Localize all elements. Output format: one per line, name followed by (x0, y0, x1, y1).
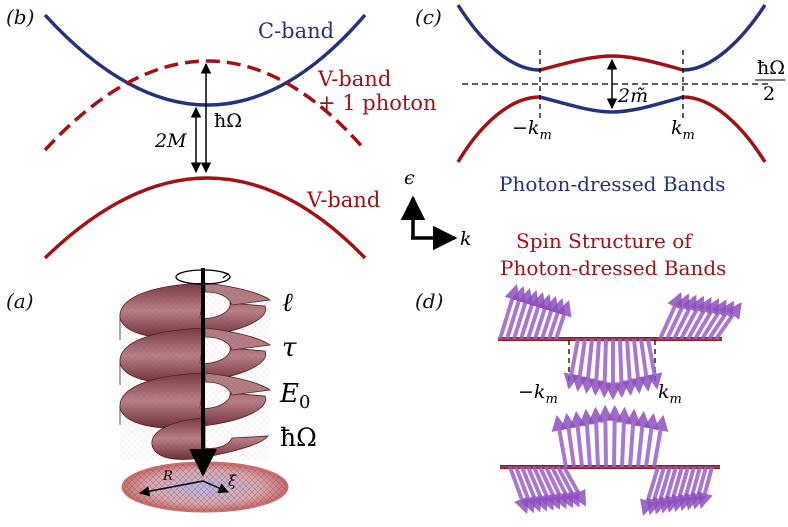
sample-disk-mesh (123, 463, 287, 511)
gap-2m-tilde-label: 2m̃ (617, 85, 648, 107)
spin-arrow-upper-left (526, 291, 546, 340)
neg-km-label: −km (512, 117, 552, 143)
radius-label: R (162, 469, 173, 484)
v-band-photon-label-1: V-band (317, 67, 391, 91)
panel-a-tag: (a) (6, 289, 34, 313)
spin-arrow-lower-middle (588, 406, 605, 468)
spin-arrow-upper-middle (613, 338, 630, 399)
spin-arrow-upper-middle (638, 338, 655, 392)
spin-arrow-lower-right (659, 466, 678, 514)
spin-arrow-upper-middle (629, 338, 646, 394)
upper-band-red-middle (539, 54, 684, 72)
panel-b: (b) 2M ħΩ C-band V-band + 1 photon V-ban… (6, 5, 437, 260)
spin-arrow-upper-middle (646, 338, 663, 390)
spin-arrow-lower-right (652, 466, 672, 515)
panel-a: (a) R ξ ℓ τ E0 ħΩ (6, 268, 317, 513)
spin-arrow-upper-middle (588, 338, 605, 396)
panel-c-caption: Photon-dressed Bands (499, 172, 725, 196)
helical-wavefront (119, 282, 272, 460)
spin-arrow-lower-middle (643, 412, 660, 468)
spin-arrow-lower-middle (652, 414, 669, 468)
half-omega-den: 2 (763, 83, 775, 105)
rotation-arrowhead (221, 271, 230, 279)
upper-band-navy-left (456, 4, 541, 72)
spin-arrow-upper-right (714, 301, 742, 341)
spin-arrow-lower-middle (551, 414, 568, 468)
upper-band-navy-right (682, 4, 767, 72)
panel-d-tag: (d) (415, 289, 443, 313)
energy-axis-label: ϵ (404, 167, 415, 189)
half-omega-num: ħΩ (757, 57, 785, 79)
xi-label: ξ (228, 472, 237, 490)
spin-arrow-lower-right (671, 466, 690, 513)
hbar-omega-a-label: ħΩ (280, 423, 317, 452)
gap-2m-label: 2M (154, 130, 187, 152)
rotation-icon (175, 269, 231, 285)
panel-d: (d) Spin Structure of Photon-dressed Ban… (415, 229, 742, 517)
spin-arrow-upper-middle (621, 338, 638, 396)
spin-arrow-lower-right (684, 466, 702, 511)
lower-band-red-right (682, 95, 767, 163)
panel-c: (c) 2m̃ ħΩ 2 −km km Photon-dressed Bands (415, 4, 785, 196)
v-band-photon-label-2: + 1 photon (318, 91, 437, 115)
c-band-label: C-band (258, 19, 334, 43)
spin-arrow-upper-middle (596, 338, 613, 399)
spin-arrow-upper-middle (580, 338, 597, 394)
spin-arrow-lower-middle (634, 410, 651, 468)
spin-arrow-field (498, 283, 742, 517)
spin-arrow-upper-middle (563, 338, 580, 390)
d-pos-km-label: km (658, 381, 682, 407)
e0-label: E0 (279, 379, 310, 413)
spin-arrow-lower-middle (597, 404, 614, 468)
lower-band-navy-middle (539, 95, 684, 114)
v-band-label: V-band (306, 188, 380, 212)
spin-arrow-lower-left (562, 466, 587, 507)
spin-arrow-upper-left (533, 293, 553, 340)
spin-arrow-lower-middle (560, 412, 577, 468)
spin-arrow-lower-middle (569, 410, 586, 468)
d-neg-km-label: −km (518, 381, 558, 407)
pos-km-label: km (671, 117, 695, 143)
v-band-photon-curve (43, 59, 367, 152)
momentum-axis-label: k (460, 228, 472, 250)
panel-c-tag: (c) (415, 5, 442, 29)
energy-momentum-axes: ϵ k (400, 167, 472, 251)
hbar-omega-label: ħΩ (214, 110, 242, 132)
panel-d-title-2: Photon-dressed Bands (500, 256, 726, 280)
spin-arrow-lower-middle (578, 408, 595, 468)
spin-arrow-lower-right (678, 466, 696, 512)
spin-arrow-lower-right (646, 466, 666, 516)
panel-d-title-1: Spin Structure of (516, 229, 693, 253)
radius-arrow (138, 480, 204, 497)
v-band-curve (43, 176, 367, 260)
panel-b-tag: (b) (6, 5, 34, 29)
spin-arrow-lower-right (697, 466, 714, 509)
spin-arrow-lower-right (640, 466, 660, 517)
spin-arrow-upper-middle (571, 338, 588, 392)
xi-arrow (202, 480, 229, 493)
spin-arrow-upper-left (554, 299, 572, 340)
spin-arrow-lower-middle (606, 404, 623, 468)
spin-arrow-lower-right (665, 466, 684, 513)
tau-label: τ (282, 333, 297, 363)
ell-label: ℓ (282, 288, 293, 318)
lower-band-red-left (456, 95, 541, 163)
spin-arrow-lower-middle (615, 406, 632, 468)
spin-arrow-lower-right (690, 466, 708, 510)
spin-arrow-lower-middle (625, 408, 642, 468)
